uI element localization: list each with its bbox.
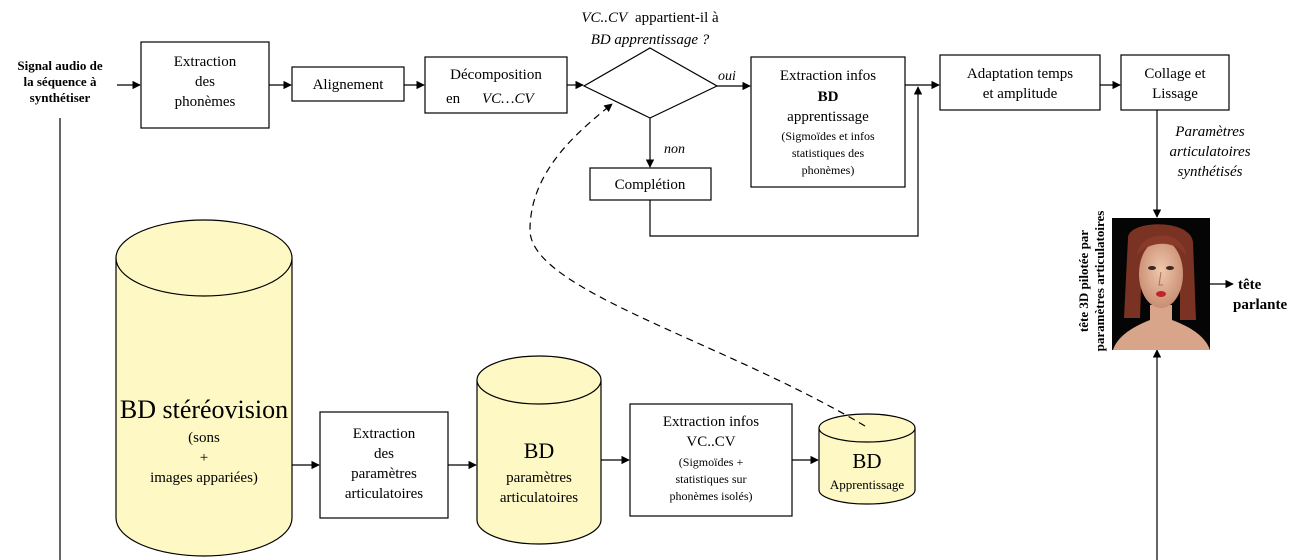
extraction-infos-bd-box: Extraction infos BD apprentissage (Sigmo… <box>750 56 906 188</box>
svg-text:en: en <box>446 91 461 107</box>
svg-text:tête: tête <box>1238 277 1262 293</box>
synth-params-label: Paramètres articulatoires synthétisés <box>1169 124 1250 180</box>
svg-text:Collage et: Collage et <box>1144 66 1206 82</box>
svg-text:VC..CV appartient-il à: VC..CV appartient-il à <box>581 10 719 26</box>
decomposition-box: Décomposition en VC…CV <box>424 56 568 114</box>
svg-text:Décomposition: Décomposition <box>450 67 542 83</box>
svg-text:phonèmes: phonèmes <box>175 94 236 110</box>
svg-text:images appariées): images appariées) <box>150 470 258 486</box>
extraction-phonemes-box: Extraction des phonèmes <box>140 41 270 129</box>
svg-text:des: des <box>195 74 215 90</box>
svg-text:Lissage: Lissage <box>1152 86 1198 102</box>
input-signal-label: Signal audio de la séquence à synthétise… <box>17 58 102 105</box>
svg-text:tête 3D pilotée par: tête 3D pilotée par <box>1076 230 1091 332</box>
svg-text:des: des <box>374 446 394 462</box>
svg-text:Complétion: Complétion <box>615 177 686 193</box>
svg-text:statistiques sur: statistiques sur <box>676 472 747 486</box>
svg-text:BD: BD <box>818 89 839 105</box>
svg-text:(Sigmoïdes et infos: (Sigmoïdes et infos <box>781 129 875 143</box>
svg-text:paramètres: paramètres <box>351 466 417 482</box>
svg-text:paramètres articulatoires: paramètres articulatoires <box>1092 211 1107 352</box>
svg-text:Apprentissage: Apprentissage <box>830 477 905 492</box>
svg-text:articulatoires: articulatoires <box>1169 144 1250 160</box>
svg-text:BD: BD <box>852 449 881 473</box>
svg-text:BD apprentissage ?: BD apprentissage ? <box>591 32 710 48</box>
decision-no-label: non <box>664 142 685 157</box>
svg-text:VC…CV: VC…CV <box>482 91 536 107</box>
top-row-arrows <box>59 80 1162 560</box>
svg-text:parlante: parlante <box>1233 297 1288 313</box>
svg-text:(sons: (sons <box>188 430 220 446</box>
decision-question: VC..CV appartient-il à BD apprentissage … <box>581 10 719 48</box>
svg-text:(Sigmoïdes +: (Sigmoïdes + <box>679 455 744 469</box>
svg-text:phonèmes): phonèmes) <box>802 163 855 177</box>
svg-text:BD: BD <box>524 438 555 463</box>
svg-text:+: + <box>200 450 208 466</box>
svg-text:Extraction infos: Extraction infos <box>663 414 759 430</box>
decision-yes-label: oui <box>718 69 736 84</box>
head-vertical-label: tête 3D pilotée par paramètres articulat… <box>1076 211 1107 352</box>
decision-diamond <box>582 47 719 119</box>
svg-text:Paramètres: Paramètres <box>1174 124 1245 140</box>
bottom-row-arrows <box>292 455 819 470</box>
dashed-lookup-arrow <box>529 103 866 427</box>
svg-text:Signal audio de: Signal audio de <box>17 58 102 73</box>
svg-text:phonèmes isolés): phonèmes isolés) <box>670 489 753 503</box>
bd-apprentissage-cylinder: BD Apprentissage <box>818 413 916 505</box>
svg-text:et amplitude: et amplitude <box>983 86 1058 102</box>
extraction-vccv-box: Extraction infos VC..CV (Sigmoïdes + sta… <box>629 403 793 517</box>
svg-text:la séquence à: la séquence à <box>24 74 97 89</box>
svg-text:Alignement: Alignement <box>313 77 385 93</box>
svg-text:BD stéréovision: BD stéréovision <box>120 395 288 424</box>
alignement-box: Alignement <box>291 66 405 102</box>
svg-text:paramètres: paramètres <box>506 470 572 486</box>
svg-text:Extraction: Extraction <box>174 54 237 70</box>
svg-text:apprentissage: apprentissage <box>787 109 869 125</box>
completion-box: Complétion <box>589 167 712 201</box>
svg-text:synthétisés: synthétisés <box>1178 164 1243 180</box>
svg-text:statistiques des: statistiques des <box>792 146 865 160</box>
svg-text:Extraction: Extraction <box>353 426 416 442</box>
svg-text:synthétiser: synthétiser <box>30 90 91 105</box>
adaptation-box: Adaptation temps et amplitude <box>939 54 1101 111</box>
bd-parametres-cylinder: BD paramètres articulatoires <box>476 355 602 545</box>
svg-text:VC..CV: VC..CV <box>686 434 735 450</box>
talking-head-avatar <box>1112 218 1210 350</box>
svg-text:Extraction infos: Extraction infos <box>780 68 876 84</box>
collage-box: Collage et Lissage <box>1120 54 1230 111</box>
extraction-parametres-box: Extraction des paramètres articulatoires <box>319 411 449 519</box>
svg-text:Adaptation temps: Adaptation temps <box>967 66 1073 82</box>
output-label: tête parlante <box>1233 277 1288 313</box>
svg-text:articulatoires: articulatoires <box>500 490 578 506</box>
bd-stereovision-cylinder: BD stéréovision (sons + images appariées… <box>115 219 293 557</box>
svg-text:articulatoires: articulatoires <box>345 486 423 502</box>
